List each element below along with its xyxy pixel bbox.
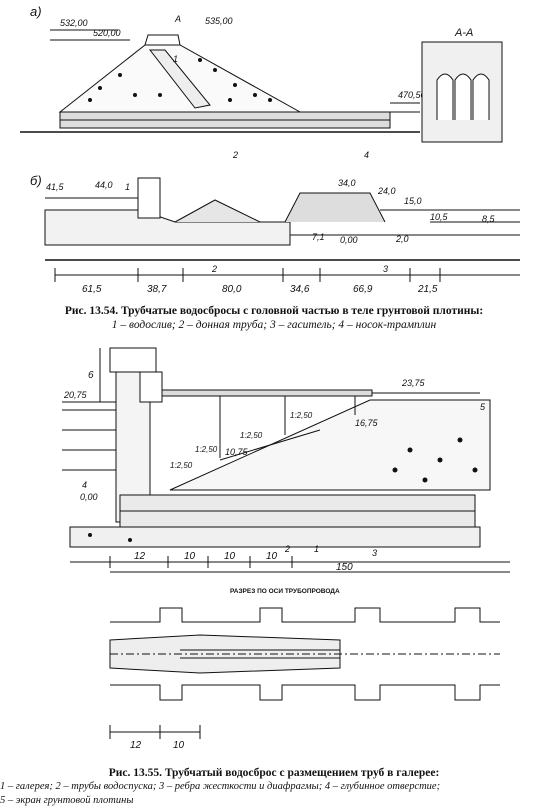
label-b-1: 1 xyxy=(125,182,130,192)
plan-dim-1: 10 xyxy=(173,740,185,751)
label2-4: 4 xyxy=(82,480,87,490)
label2-2: 2 xyxy=(284,544,290,554)
elev-b-7: 7,1 xyxy=(312,232,325,242)
dim-b-3: 34,6 xyxy=(290,284,310,295)
caption-13-55-legend-2: 5 – экран грунтовой плотины xyxy=(0,795,134,806)
section-aa-title: А-А xyxy=(454,27,473,39)
elev-b-2: 34,0 xyxy=(338,178,356,188)
slope-0: 1:2,50 xyxy=(290,411,313,420)
caption-13-55: Рис. 13.55. Трубчатый водосброс с размещ… xyxy=(0,766,548,808)
elev-b-8: 0,00 xyxy=(340,235,358,245)
caption-13-54-legend: 1 – водослив; 2 – донная труба; 3 – гаси… xyxy=(111,319,437,331)
elev-b-0: 41,5 xyxy=(46,182,65,192)
elev2-1: 23,75 xyxy=(401,378,426,388)
section-caption: РАЗРЕЗ ПО ОСИ ТРУБОПРОВОДА xyxy=(230,588,340,595)
label2-1: 1 xyxy=(314,544,319,554)
slope-2: 1:2,50 xyxy=(195,445,218,454)
elev2-4: 0,00 xyxy=(80,492,98,502)
dim-b-5: 21,5 xyxy=(417,284,438,295)
figure-13-54-drawing: а) 532,00 520,00 А 535,00 470,50 1 2 4 А… xyxy=(20,4,520,295)
elev2-0: 20,75 xyxy=(63,390,88,400)
dim-b-1: 38,7 xyxy=(147,284,167,295)
slope-3: 1:2,50 xyxy=(170,461,193,470)
dim2-0: 12 xyxy=(134,551,146,562)
figure-13-55: 6 20,75 23,75 16,75 10,75 0,00 1:2,50 1:… xyxy=(0,340,548,760)
elev2-3: 10,75 xyxy=(225,447,249,457)
label-b-3: 3 xyxy=(383,264,388,274)
part-b-label: б) xyxy=(30,173,42,188)
figure-13-55-drawing: 6 20,75 23,75 16,75 10,75 0,00 1:2,50 1:… xyxy=(62,347,510,751)
figure-13-54: а) 532,00 520,00 А 535,00 470,50 1 2 4 А… xyxy=(0,0,548,300)
elev-a-3: 470,50 xyxy=(398,90,426,100)
elev-b-9: 2,0 xyxy=(395,234,409,244)
caption-13-55-legend-1: 1 – галерея; 2 – трубы водоспуска; 3 – р… xyxy=(0,781,441,792)
elev-b-4: 15,0 xyxy=(404,196,422,206)
elev-b-3: 24,0 xyxy=(377,186,396,196)
plan-dim-0: 12 xyxy=(130,740,142,751)
elev2-2: 16,75 xyxy=(355,418,379,428)
caption-13-54: Рис. 13.54. Трубчатые водосбросы с голов… xyxy=(0,304,548,332)
slope-1: 1:2,50 xyxy=(240,431,263,440)
part-a-label: а) xyxy=(30,4,42,19)
elev-b-1: 44,0 xyxy=(95,180,113,190)
label2-3: 3 xyxy=(372,548,377,558)
elev-a-2: 535,00 xyxy=(205,16,233,26)
elev-b-5: 10,5 xyxy=(430,212,449,222)
dim2-4: 150 xyxy=(336,562,353,573)
elev-a-0: 532,00 xyxy=(60,18,88,28)
caption-13-55-title: Рис. 13.55. Трубчатый водосброс с размещ… xyxy=(108,767,440,779)
label-a-2: 2 xyxy=(232,150,238,160)
dim2-2: 10 xyxy=(224,551,236,562)
label-a-4: 4 xyxy=(364,150,369,160)
label2-5: 5 xyxy=(480,402,486,412)
dim-b-4: 66,9 xyxy=(353,284,373,295)
label-b-2: 2 xyxy=(211,264,217,274)
dim-b-2: 80,0 xyxy=(222,284,242,295)
dim-b-0: 61,5 xyxy=(82,284,102,295)
dim2-3: 10 xyxy=(266,551,278,562)
section-mark-a: А xyxy=(174,14,181,24)
elev-b-6: 8,5 xyxy=(482,214,496,224)
dim2-1: 10 xyxy=(184,551,196,562)
height-dim: 6 xyxy=(88,370,94,381)
caption-13-54-title: Рис. 13.54. Трубчатые водосбросы с голов… xyxy=(64,305,484,317)
elev-a-1: 520,00 xyxy=(93,28,121,38)
label-a-1: 1 xyxy=(173,54,178,64)
